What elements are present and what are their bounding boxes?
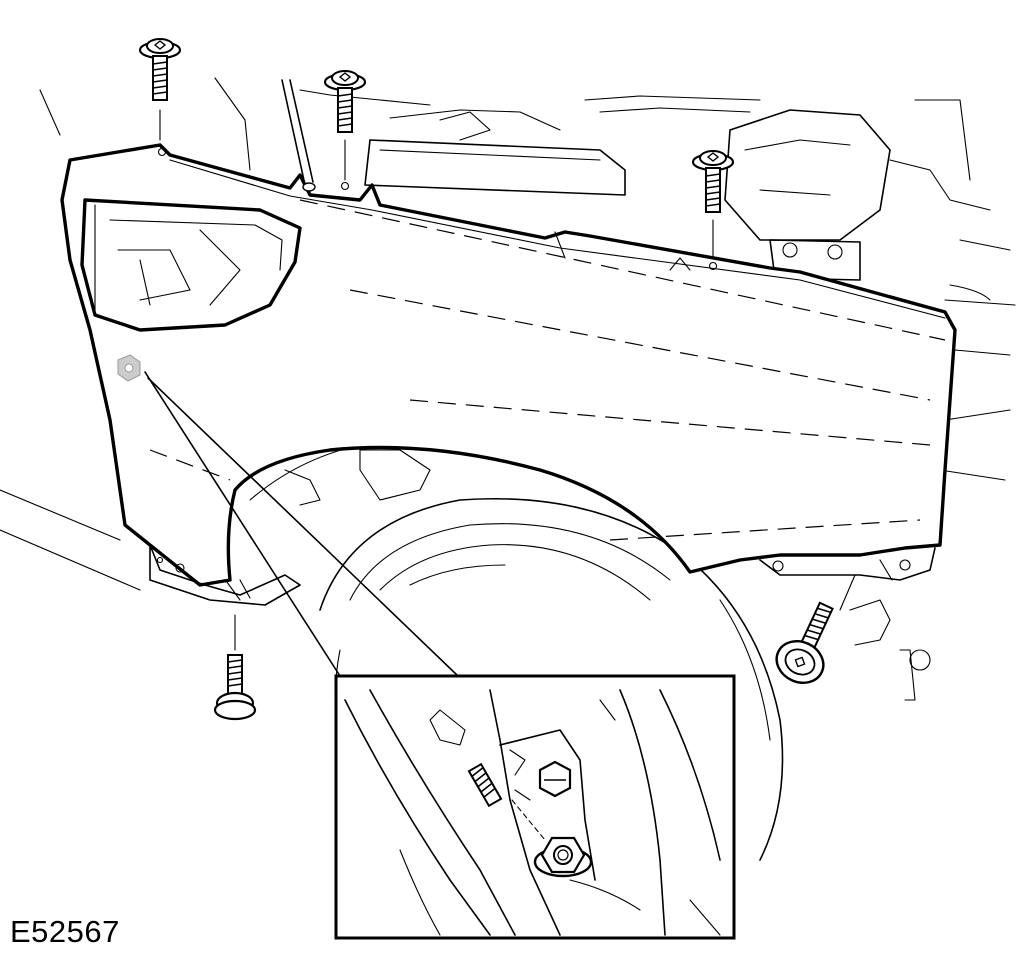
front-fender-panel xyxy=(60,143,957,587)
detail-leader-lines xyxy=(144,371,459,677)
lower-rear-bolt xyxy=(775,574,856,684)
lower-front-bracket xyxy=(149,544,301,606)
top-bolt-1 xyxy=(138,37,182,141)
hidden-nut-marker xyxy=(117,354,141,382)
detail-inset xyxy=(334,674,736,940)
bonnet-prop-rod xyxy=(281,79,316,192)
top-bolt-3 xyxy=(691,149,735,259)
inset-loose-nut xyxy=(533,836,593,878)
lower-rear-bracket xyxy=(759,547,936,701)
inset-upper-nut xyxy=(538,760,572,798)
figure-id-label: E52567 xyxy=(10,914,120,949)
headlamp-opening xyxy=(80,198,302,332)
engine-bay-background xyxy=(39,77,1016,481)
lower-front-bolt xyxy=(213,614,257,721)
top-bolt-2 xyxy=(323,69,367,181)
